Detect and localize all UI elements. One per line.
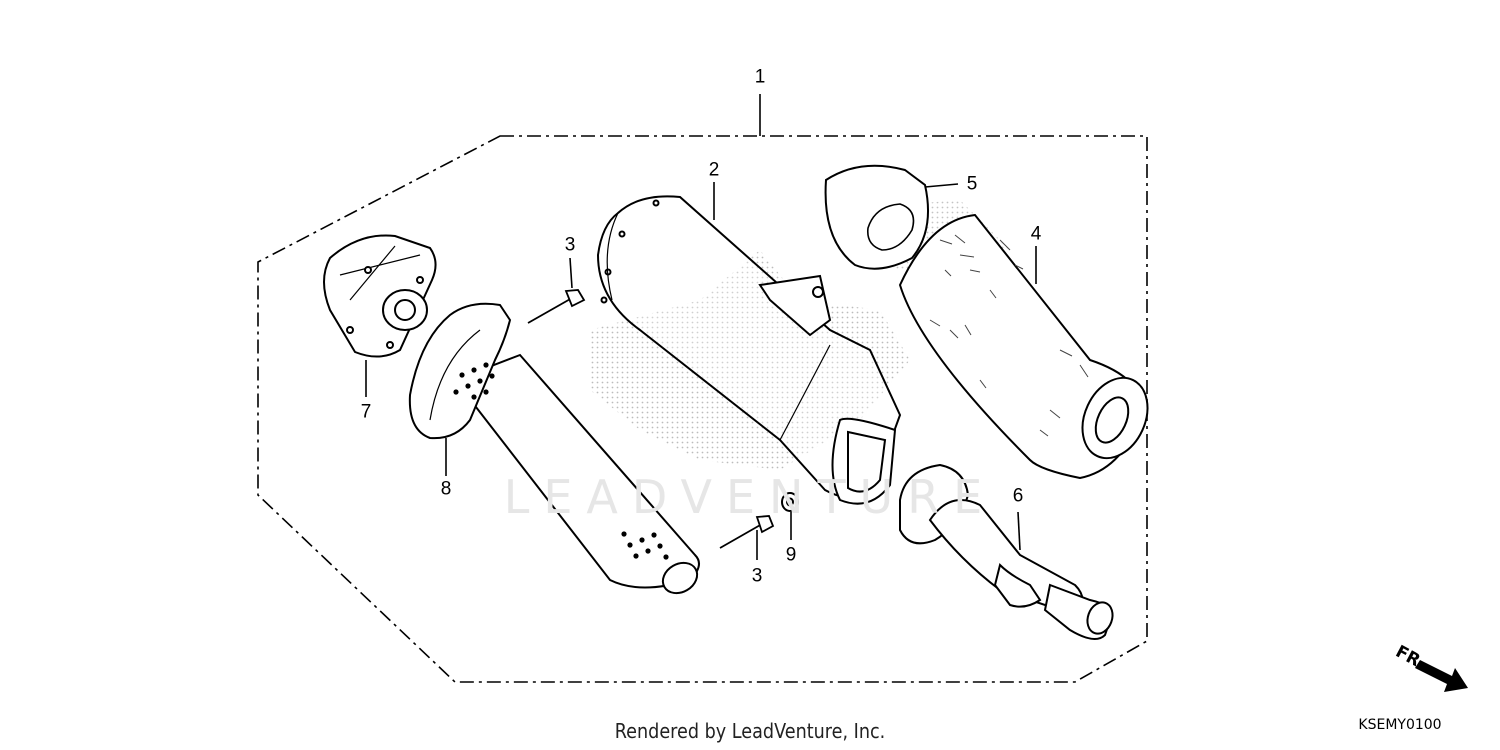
callout-3-upper: 3 xyxy=(564,234,576,256)
assembly-outline xyxy=(257,135,1148,683)
part-8-inner-pipe xyxy=(408,302,700,595)
callout-4: 4 xyxy=(1030,223,1042,245)
part-3-rivet-upper xyxy=(527,289,586,324)
callout-5: 5 xyxy=(966,173,978,195)
part-5-outlet-cap xyxy=(824,164,929,270)
part-7-end-cap xyxy=(323,234,437,358)
part-2-muffler-body xyxy=(596,195,902,505)
part-4-silencer-sleeve xyxy=(898,213,1149,480)
front-direction-arrow xyxy=(1415,660,1468,692)
part-9-washer xyxy=(781,492,799,512)
diagram-code: KSEMY0100 xyxy=(1358,717,1442,733)
callout-9: 9 xyxy=(785,544,797,566)
callout-1: 1 xyxy=(754,66,766,88)
leader-3-upper xyxy=(569,257,573,289)
callout-7: 7 xyxy=(360,401,372,423)
leader-5 xyxy=(924,183,959,188)
leader-6 xyxy=(1017,511,1021,551)
footer-credit: Rendered by LeadVenture, Inc. xyxy=(614,719,886,743)
part-6-joint-pipe xyxy=(899,463,1114,640)
callout-8: 8 xyxy=(440,478,452,500)
callout-6: 6 xyxy=(1012,485,1024,507)
part-3-rivet-lower xyxy=(719,515,775,549)
callout-2: 2 xyxy=(708,159,720,181)
callout-3-lower: 3 xyxy=(751,565,763,587)
watermark-text: LEADVENTURE xyxy=(503,470,997,524)
